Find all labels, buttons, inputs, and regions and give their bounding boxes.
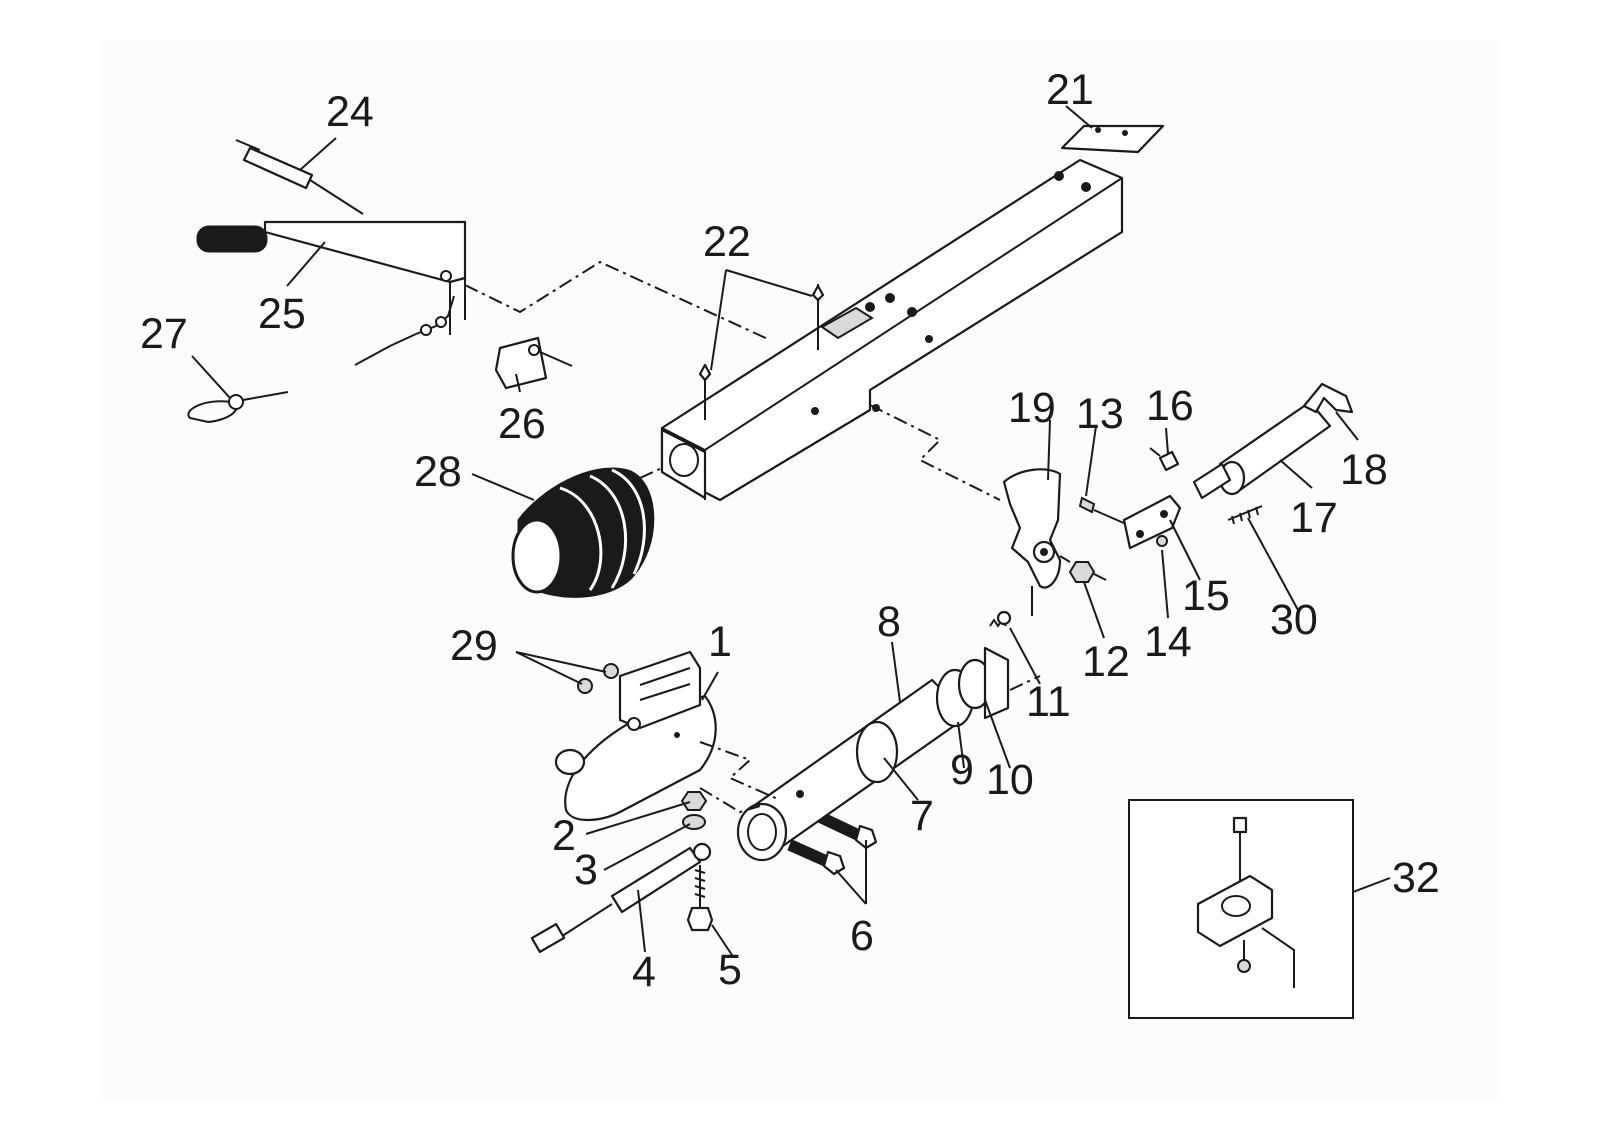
assembly-lines	[464, 260, 1071, 814]
spring	[989, 610, 1012, 628]
handbrake-lever	[196, 220, 467, 366]
ratchet-segment	[494, 336, 573, 390]
label-24: 24	[326, 88, 374, 136]
label-11: 11	[1026, 678, 1071, 726]
roller-tube	[1192, 400, 1332, 500]
label-7: 7	[910, 792, 934, 840]
bracket	[1122, 494, 1182, 550]
small-nut	[1156, 535, 1168, 547]
label-30: 30	[1270, 596, 1318, 644]
label-8: 8	[877, 598, 901, 646]
damper-rod	[235, 139, 364, 215]
nut-and-washer	[680, 791, 708, 830]
label-6: 6	[850, 912, 874, 960]
drawbar-frame	[660, 158, 1124, 502]
label-28: 28	[414, 448, 462, 496]
pin	[1078, 496, 1127, 525]
label-1: 1	[708, 618, 732, 666]
label-21: 21	[1046, 66, 1094, 114]
label-29: 29	[450, 622, 498, 670]
label-19: 19	[1008, 384, 1056, 432]
label-4: 4	[632, 948, 656, 996]
label-26: 26	[498, 400, 546, 448]
coupling-head	[554, 650, 717, 821]
label-12: 12	[1082, 638, 1130, 686]
label-10: 10	[986, 756, 1034, 804]
label-22: 22	[703, 218, 751, 266]
wear-plate	[1060, 124, 1165, 154]
draw-tube	[736, 646, 1010, 862]
leader-lines	[191, 105, 1391, 956]
spring-pin	[1227, 505, 1263, 525]
grease-nipples	[698, 284, 825, 420]
part-labels: 1 2 3 4 5 6 7 8 9 10 11 12 13 14 15 16 1…	[140, 66, 1440, 996]
label-27: 27	[140, 310, 188, 358]
inset-clamp-detail	[1128, 799, 1354, 1019]
label-3: 3	[574, 846, 598, 894]
label-5: 5	[718, 946, 742, 994]
label-17: 17	[1290, 494, 1338, 542]
label-16: 16	[1146, 382, 1194, 430]
bolt	[686, 865, 714, 932]
label-9: 9	[950, 746, 974, 794]
label-25: 25	[258, 290, 306, 338]
nut	[1068, 561, 1107, 583]
bracket-arm	[1302, 382, 1354, 414]
label-14: 14	[1144, 618, 1192, 666]
label-32: 32	[1392, 854, 1440, 902]
label-2: 2	[552, 812, 576, 860]
bushing	[1149, 447, 1180, 472]
breakaway-cable	[187, 391, 289, 424]
shock-absorber	[530, 842, 712, 954]
label-13: 13	[1076, 390, 1124, 438]
label-15: 15	[1182, 572, 1230, 620]
brake-lever	[1002, 468, 1062, 616]
rubber-bellows	[511, 467, 655, 598]
label-18: 18	[1340, 446, 1388, 494]
